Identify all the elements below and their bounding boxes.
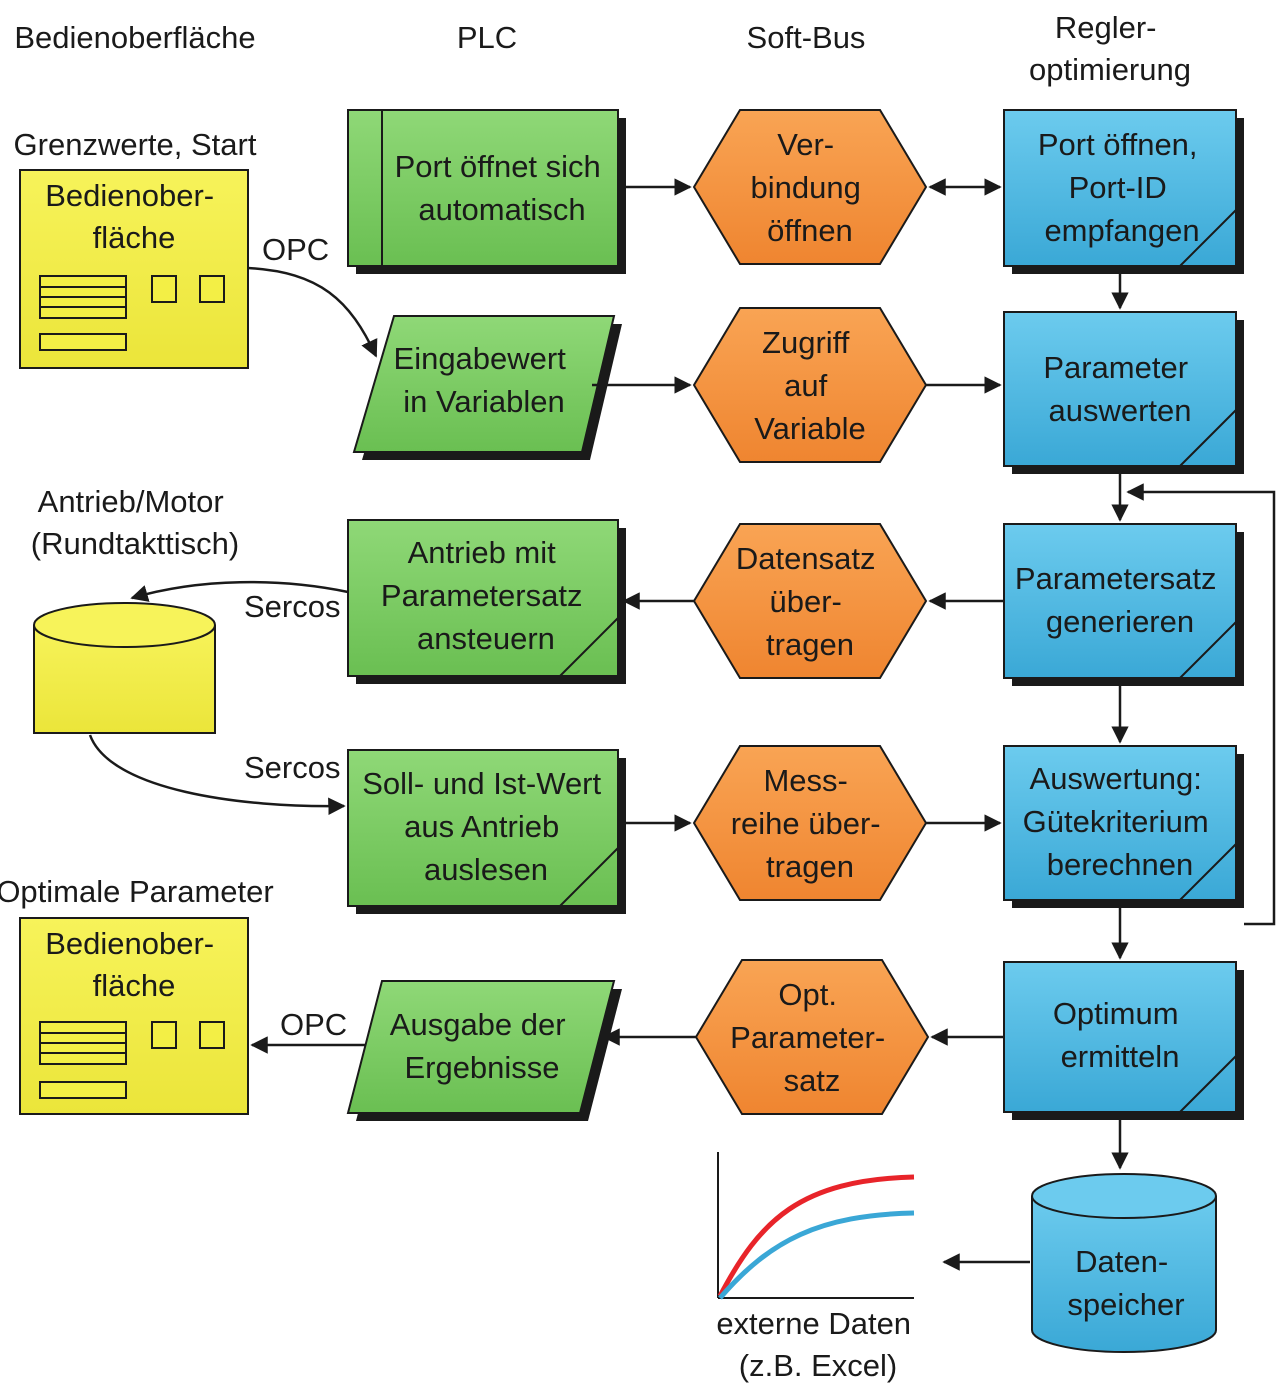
- svg-text:Optimum ermitteln: Optimum ermitteln: [1053, 996, 1187, 1074]
- opc-top-label: OPC: [262, 232, 329, 267]
- arrow-opc-to-input: [247, 266, 378, 358]
- ui-list-icon: [39, 1021, 225, 1099]
- svg-text:Port öffnen, Port-ID: Port öffnen, Port-ID empfangen: [1038, 127, 1206, 248]
- sercos-in-label: Sercos: [244, 750, 340, 785]
- svg-text:Bedienober- fläche: Bedienober- fläche: [45, 178, 223, 255]
- svg-text:Ausgabe der Ergebnisse: Ausgabe der Ergebnisse: [390, 1007, 574, 1085]
- optimal-label: Optimale Parameter: [0, 874, 274, 909]
- drive-cylinder: [33, 602, 216, 734]
- plc-drive-box: Antrieb mit Parametersatz ansteuern: [347, 519, 626, 684]
- header-regler: Regler- optimierung: [1029, 10, 1191, 87]
- curve-red: [717, 1174, 915, 1298]
- limits-label: Grenzwerte, Start: [14, 127, 257, 162]
- svg-text:Eingabewert in Variablen: Eingabewert in Variablen: [394, 341, 575, 419]
- external-data-chart: [717, 1152, 915, 1300]
- regler-generate-box: Parametersatz generieren: [1003, 523, 1244, 686]
- svg-text:Parameter auswerten: Parameter auswerten: [1043, 350, 1196, 428]
- plc-port-box: Port öffnet sich automatisch: [347, 109, 626, 274]
- arrow-motor-to-read: [88, 734, 346, 816]
- svg-text:Mess- reihe über-: Mess- reihe über- tragen: [731, 763, 890, 884]
- plc-output-parallelogram: Ausgabe der Ergebnisse: [346, 980, 622, 1121]
- svg-text:Zugriff auf Variab: Zugriff auf Variable: [754, 325, 865, 446]
- header-softbus: Soft-Bus: [747, 20, 866, 55]
- svg-text:Datensatz über- tr: Datensatz über- tragen: [736, 541, 884, 662]
- svg-text:Parametersatz generieren: Parametersatz generieren: [1015, 561, 1225, 639]
- header-bedienoberflaeche: Bedienoberfläche: [14, 20, 255, 55]
- ui-list-icon: [39, 275, 225, 351]
- arrow-feedback-loop: [1126, 483, 1276, 926]
- curve-blue: [718, 1210, 915, 1300]
- ui-panel-bottom: Bedienober- fläche: [19, 917, 249, 1115]
- svg-text:Soll- und Ist-Wert aus A: Soll- und Ist-Wert aus Antrieb auslesen: [362, 766, 610, 887]
- external-data-label: externe Daten (z.B. Excel): [716, 1306, 919, 1383]
- arrow-drive-to-motor: [130, 580, 349, 602]
- opc-bottom-label: OPC: [280, 1007, 347, 1042]
- header-plc: PLC: [457, 20, 517, 55]
- regler-optimum-box: Optimum ermitteln: [1003, 961, 1244, 1120]
- regler-eval-box: Parameter auswerten: [1003, 311, 1244, 474]
- ui-panel-top: Bedienober- fläche: [19, 169, 249, 369]
- plc-input-parallelogram: Eingabewert in Variablen: [352, 315, 622, 460]
- svg-text:Opt. Parameter- sa: Opt. Parameter- satz: [730, 977, 894, 1098]
- drive-label: Antrieb/Motor (Rundtakttisch): [31, 484, 239, 561]
- connectors: [88, 178, 1276, 1271]
- softbus-series-hexagon: Mess- reihe über- tragen: [692, 745, 928, 901]
- svg-text:Bedienober- fläche: Bedienober- fläche: [45, 926, 223, 1003]
- softbus-access-hexagon: Zugriff auf Variable: [692, 307, 928, 463]
- data-storage-cylinder: Daten- speicher: [1031, 1173, 1217, 1353]
- svg-text:Port öffnet sich automat: Port öffnet sich automatisch: [395, 149, 610, 227]
- plc-read-box: Soll- und Ist-Wert aus Antrieb auslesen: [347, 749, 626, 914]
- softbus-connect-hexagon: Ver- bindung öffnen: [692, 109, 928, 265]
- svg-text:Antrieb mit Parametersat: Antrieb mit Parametersatz ansteuern: [381, 535, 591, 656]
- softbus-optset-hexagon: Opt. Parameter- satz: [694, 959, 930, 1115]
- svg-text:Daten- speicher: Daten- speicher: [1067, 1244, 1184, 1322]
- sercos-out-label: Sercos: [244, 589, 340, 624]
- softbus-transfer-hexagon: Datensatz über- tragen: [692, 523, 928, 679]
- regler-port-box: Port öffnen, Port-ID empfangen: [1003, 109, 1244, 274]
- svg-text:Ver- bindung öffne: Ver- bindung öffnen: [751, 127, 870, 248]
- regler-quality-box: Auswertung: Gütekriterium berechnen: [1003, 745, 1244, 908]
- svg-text:Auswertung: Gütekriteriu: Auswertung: Gütekriterium berechnen: [1023, 761, 1218, 882]
